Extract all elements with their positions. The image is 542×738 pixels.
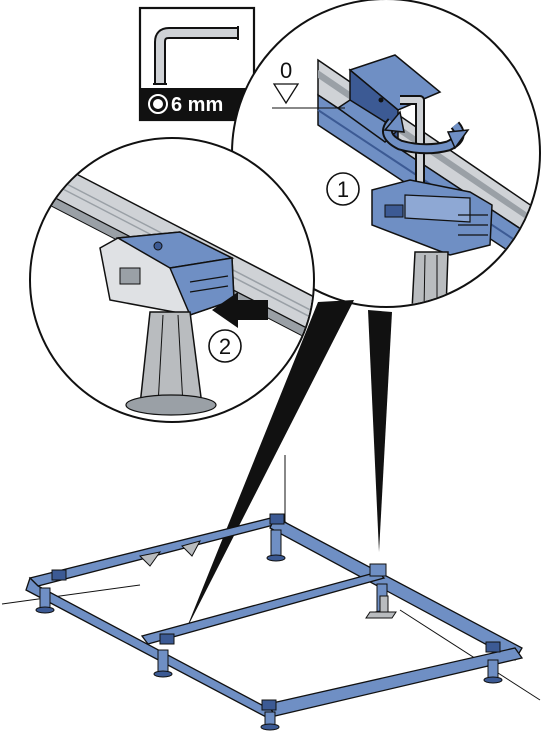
foot-clip-right: [371, 179, 493, 256]
frame-clip: [269, 513, 285, 525]
step-1-marker: 1: [326, 172, 360, 206]
frame-clip: [261, 699, 277, 711]
callout-pointers: [185, 300, 392, 632]
frame-foot: [483, 659, 503, 684]
triangle-down-icon: [272, 83, 300, 105]
zoom-circle-right: 0 1: [231, 0, 541, 308]
pointer-left: [185, 300, 354, 632]
frame-clip: [369, 563, 387, 577]
frame-foot: [153, 649, 173, 678]
zoom-circle-left: 2: [29, 137, 315, 423]
step-2-label: 2: [219, 334, 231, 359]
hex-key-tool: [400, 95, 425, 192]
step-1-label: 1: [337, 177, 349, 202]
frame-clip: [51, 569, 67, 581]
support-leg-left: [125, 311, 217, 416]
frame-foot: [35, 587, 55, 614]
hex-key-icon: [153, 26, 239, 85]
foot-clip-left: [99, 231, 235, 316]
loose-foot: [365, 595, 397, 619]
tool-size-label: 6 mm: [171, 94, 223, 116]
rotate-arrows-icon: [382, 110, 470, 155]
push-arrow-icon: [212, 292, 268, 328]
tool-box: 6 mm: [138, 6, 256, 122]
frame-clip: [485, 641, 501, 653]
support-leg-right: [411, 251, 449, 306]
zero-label: 0: [280, 58, 292, 83]
frame-foot: [266, 529, 286, 562]
shower-tray-frame: [1, 455, 541, 731]
frame-clip: [159, 633, 175, 645]
frame-foot: [260, 711, 280, 731]
pointer-right: [368, 310, 392, 552]
zero-mark: 0: [272, 58, 300, 105]
hex-socket-icon: [148, 94, 168, 114]
step-2-marker: 2: [208, 329, 242, 363]
